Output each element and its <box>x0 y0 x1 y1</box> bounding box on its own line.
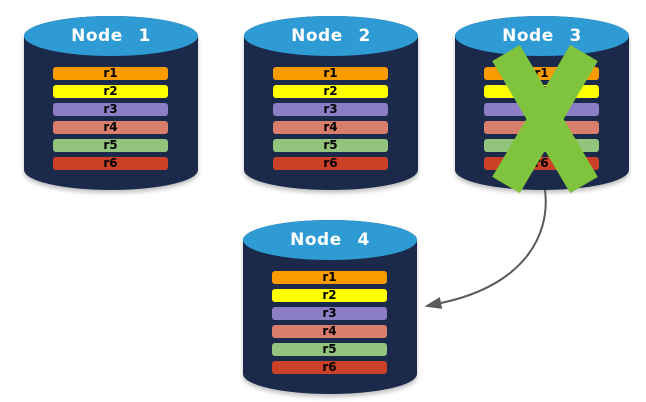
db-node-2: Node 2 r1 r2 r3 r4 r5 r6 <box>243 15 419 191</box>
failover-arrow-curve <box>440 189 547 304</box>
cylinder-top <box>243 220 417 260</box>
db-node-1: Node 1 r1 r2 r3 r4 r5 r6 <box>23 15 199 191</box>
node-title: Node 2 <box>291 26 371 46</box>
replica-row-label: r4 <box>322 324 337 338</box>
db-node-4: Node 4 r1 r2 r3 r4 r5 r6 <box>242 219 418 395</box>
replica-row: r5 <box>53 139 168 152</box>
replica-row-list: r1 r2 r3 r4 r5 r6 <box>272 271 387 379</box>
replica-row: r6 <box>273 157 388 170</box>
replica-row-label: r2 <box>322 288 337 302</box>
replica-row: r2 <box>272 289 387 302</box>
replica-row-label: r5 <box>322 342 337 356</box>
replica-row-label: r5 <box>103 138 118 152</box>
db-node-3: Node 3 r1 r2 r3 r4 r5 r6 <box>454 15 630 194</box>
cylinder-top <box>244 16 418 56</box>
replica-row-list: r1 r2 r3 r4 r5 r6 <box>53 67 168 175</box>
replica-row: r4 <box>273 121 388 134</box>
replica-row-list: r1 r2 r3 r4 r5 r6 <box>273 67 388 175</box>
replica-row: r1 <box>273 67 388 80</box>
replica-row: r6 <box>53 157 168 170</box>
replica-row-label: r2 <box>323 84 338 98</box>
failover-arrowhead-icon <box>424 297 443 309</box>
replica-row: r1 <box>272 271 387 284</box>
replica-row-label: r6 <box>323 156 338 170</box>
replica-row: r5 <box>273 139 388 152</box>
replica-row-label: r4 <box>103 120 118 134</box>
node-title: Node 4 <box>290 230 370 250</box>
replica-row: r2 <box>273 85 388 98</box>
cylinder-top <box>455 16 629 56</box>
replica-row-label: r1 <box>322 270 337 284</box>
replica-row: r3 <box>272 307 387 320</box>
replica-row: r3 <box>53 103 168 116</box>
replica-row-label: r3 <box>322 306 337 320</box>
replica-row-label: r4 <box>323 120 338 134</box>
replica-row-label: r5 <box>323 138 338 152</box>
node-title: Node 3 <box>502 26 582 46</box>
replica-row: r4 <box>53 121 168 134</box>
replica-row-label: r2 <box>103 84 118 98</box>
replica-row: r3 <box>273 103 388 116</box>
replica-row: r2 <box>53 85 168 98</box>
replica-row-label: r6 <box>103 156 118 170</box>
replica-row: r5 <box>272 343 387 356</box>
cylinder-top <box>24 16 198 56</box>
replica-row-label: r3 <box>103 102 118 116</box>
replica-row-label: r6 <box>322 360 337 374</box>
replica-row: r4 <box>272 325 387 338</box>
replica-row: r6 <box>272 361 387 374</box>
replica-row-label: r3 <box>323 102 338 116</box>
node-title: Node 1 <box>71 26 151 46</box>
replica-row-label: r1 <box>323 66 338 80</box>
replica-row-label: r1 <box>103 66 118 80</box>
failure-x-icon <box>492 44 598 194</box>
replica-row: r1 <box>53 67 168 80</box>
